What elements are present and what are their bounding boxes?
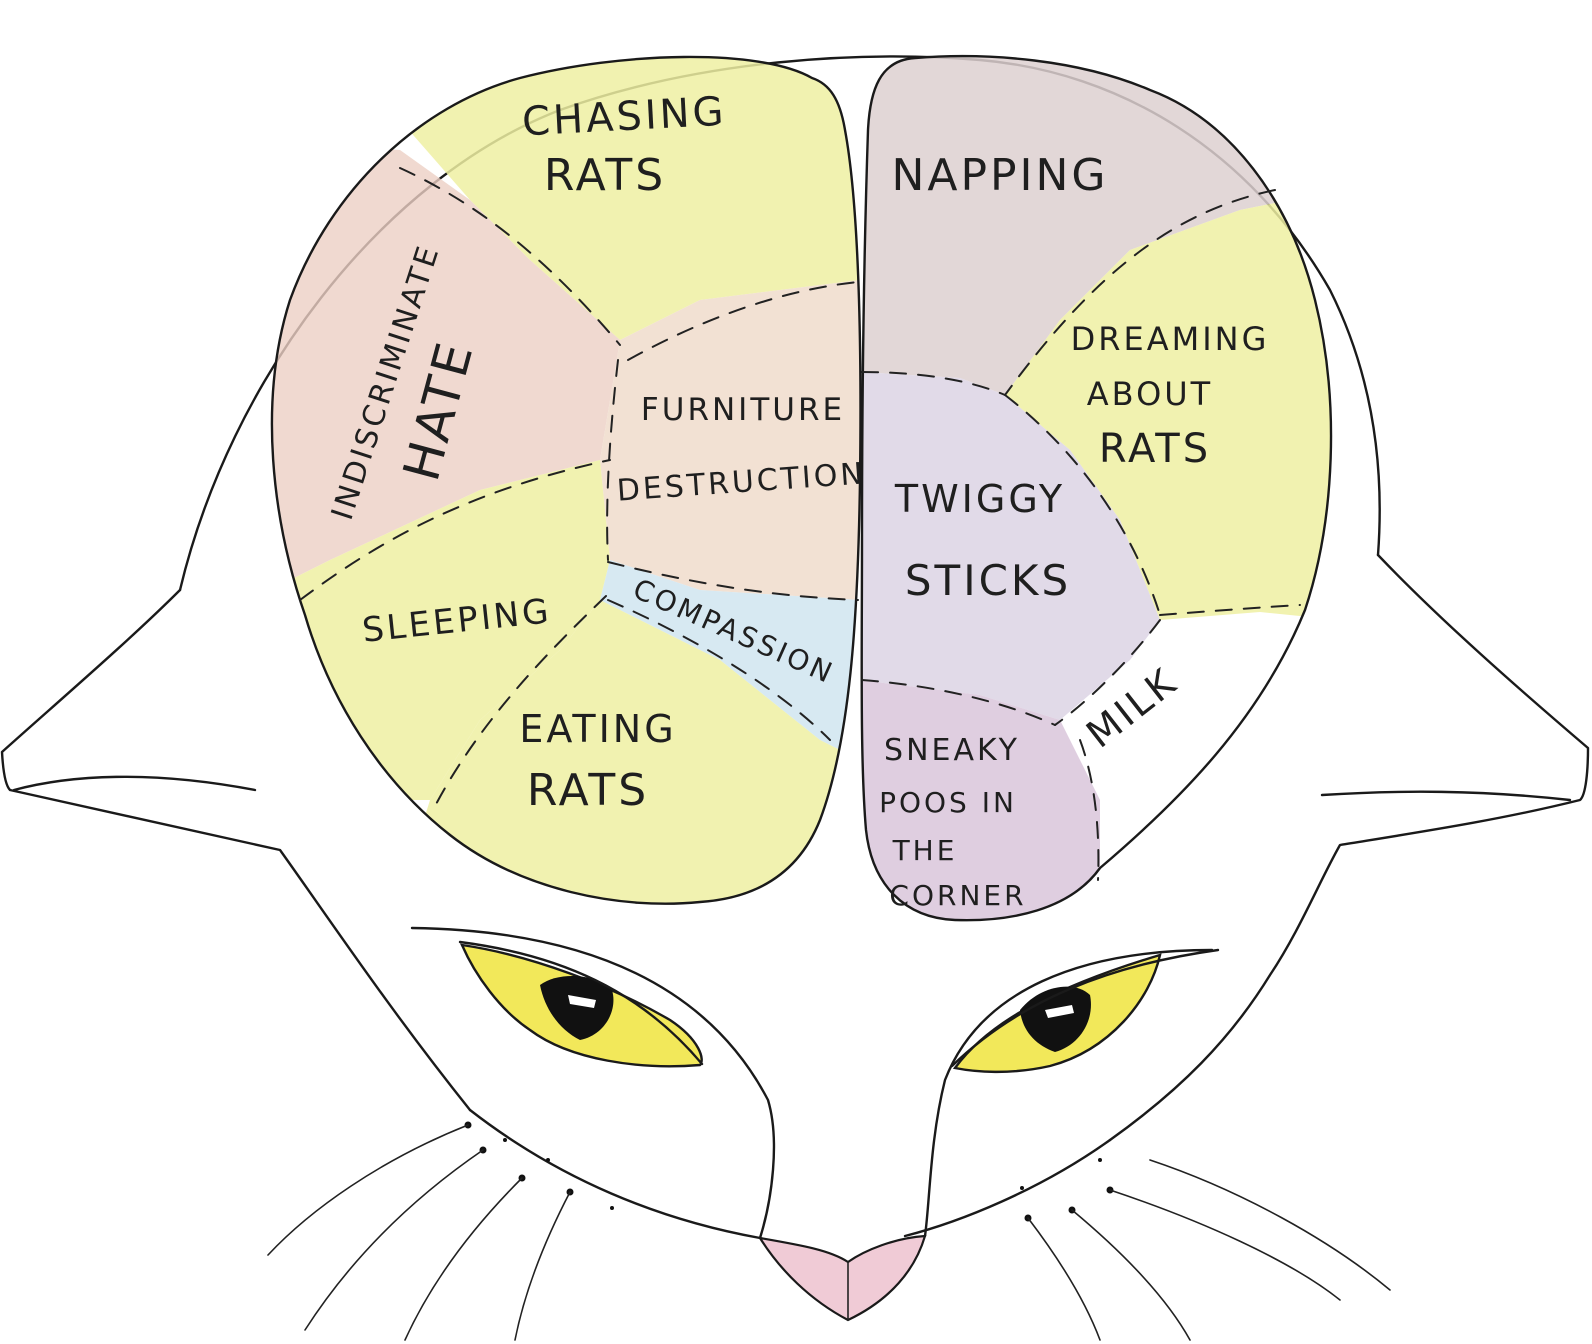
left-eye bbox=[458, 940, 704, 1068]
left-ear bbox=[0, 588, 472, 1112]
left-ear-inner bbox=[12, 775, 257, 792]
label-sticks: STICKS bbox=[905, 556, 1071, 605]
divider-hate-sleeping bbox=[299, 459, 611, 601]
whisker-l4 bbox=[514, 1191, 571, 1341]
cat-nose bbox=[757, 1234, 927, 1322]
whisker-r4 bbox=[1149, 1159, 1391, 1291]
label-sneaky: SNEAKY bbox=[884, 733, 1020, 768]
whisker-l1 bbox=[267, 1124, 469, 1256]
divider-furniture-left bbox=[606, 359, 619, 561]
label-twiggy-sticks: TWIGGY STICKS bbox=[894, 477, 1071, 605]
divider-twiggy-dreaming bbox=[1004, 394, 1161, 616]
right-eye-highlight bbox=[1045, 1005, 1074, 1018]
label-corner: CORNER bbox=[889, 879, 1026, 912]
label-sneaky-poos: SNEAKY POOS IN THE CORNER bbox=[879, 733, 1026, 912]
label-napping: NAPPING bbox=[891, 150, 1108, 201]
divider-sleeping-eating bbox=[433, 595, 607, 809]
divider-sneaky-milk bbox=[1079, 739, 1100, 881]
divider-twiggy-sneaky bbox=[861, 679, 1056, 726]
label-furniture: FURNITURE bbox=[641, 392, 845, 428]
region-fill-sneaky bbox=[861, 680, 1100, 921]
whisker-dot-l5 bbox=[503, 1138, 507, 1142]
label-eating-rats-2: RATS bbox=[527, 765, 649, 816]
divider-furniture-compassion bbox=[607, 561, 859, 601]
whisker-l3 bbox=[404, 1177, 523, 1341]
label-dreaming-rats: RATS bbox=[1099, 426, 1211, 472]
whisker-dot-l6 bbox=[546, 1158, 550, 1162]
right-whiskers bbox=[1020, 1158, 1391, 1341]
divider-chasing-hate bbox=[399, 167, 621, 346]
left-eye-highlight bbox=[568, 995, 596, 1008]
left-hemisphere: CHASING RATS INDISCRIMINATE HATE FURNITU… bbox=[270, 55, 867, 905]
right-eye-lid bbox=[950, 948, 1220, 1068]
right-eye bbox=[950, 948, 1220, 1074]
divider-napping-dreaming bbox=[1004, 189, 1276, 396]
label-eating: EATING bbox=[519, 707, 676, 751]
left-eye-pupil bbox=[540, 975, 614, 1040]
jaw-left bbox=[468, 1108, 762, 1240]
left-eye-lid bbox=[458, 940, 704, 1066]
label-napping-text: NAPPING bbox=[891, 150, 1108, 201]
label-chasing: CHASING bbox=[521, 89, 728, 146]
label-twiggy: TWIGGY bbox=[894, 477, 1065, 521]
whisker-dot-l7 bbox=[610, 1206, 614, 1210]
left-hemisphere-outline bbox=[270, 55, 862, 905]
whisker-dot-r4 bbox=[1020, 1186, 1024, 1190]
region-fill-furniture bbox=[600, 280, 860, 600]
label-dreaming: DREAMING bbox=[1071, 320, 1270, 358]
right-hemisphere-outline bbox=[860, 54, 1333, 922]
region-fill-chasing-rats bbox=[380, 56, 861, 340]
divider-compassion-eating bbox=[607, 599, 831, 741]
right-ear bbox=[1108, 553, 1590, 1142]
nose-bridge-right bbox=[923, 948, 1214, 1238]
label-the: THE bbox=[892, 834, 958, 867]
divider-dreaming-milk bbox=[1159, 604, 1301, 616]
label-poos-in: POOS IN bbox=[879, 786, 1017, 819]
region-fill-dreaming bbox=[1005, 190, 1332, 620]
jaw-right bbox=[903, 1138, 1112, 1238]
divider-chasing-furniture bbox=[627, 281, 859, 361]
left-whiskers bbox=[267, 1121, 614, 1341]
whisker-r1 bbox=[1109, 1189, 1341, 1301]
label-eating-rats: EATING RATS bbox=[519, 707, 676, 816]
right-hemisphere: NAPPING DREAMING ABOUT RATS TWIGGY STICK… bbox=[860, 54, 1333, 922]
label-dreaming-about-rats: DREAMING ABOUT RATS bbox=[1071, 320, 1270, 472]
whisker-r3 bbox=[1027, 1217, 1101, 1341]
region-fill-twiggy bbox=[861, 372, 1160, 720]
whisker-l2 bbox=[304, 1149, 484, 1331]
whisker-dot-r5 bbox=[1098, 1158, 1102, 1162]
region-fill-indiscriminate-hate bbox=[271, 140, 620, 600]
label-chasing-rats-2: RATS bbox=[544, 150, 666, 201]
nose-fill bbox=[757, 1234, 927, 1322]
whisker-r2 bbox=[1071, 1209, 1191, 1341]
region-fill-compassion bbox=[600, 560, 860, 760]
label-chasing-rats: CHASING RATS bbox=[521, 89, 728, 201]
right-ear-inner bbox=[1320, 790, 1572, 802]
nose-bridge-left bbox=[410, 926, 776, 1240]
label-about: ABOUT bbox=[1087, 375, 1213, 413]
